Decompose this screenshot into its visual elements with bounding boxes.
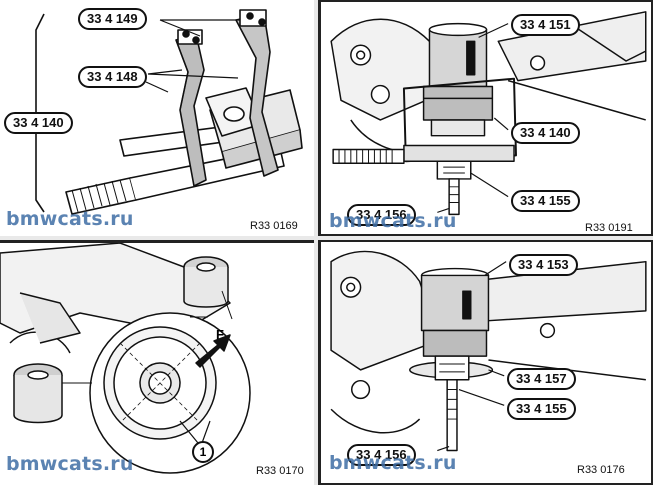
callout-1: 1 bbox=[192, 441, 214, 463]
press-in-illustration bbox=[330, 250, 647, 452]
label-33-4-156: 33 4 156 bbox=[347, 204, 416, 226]
label-33-4-151: 33 4 151 bbox=[511, 14, 580, 36]
panel-bushing-detail: F 1 bmwcats.ru R33 0170 bbox=[0, 240, 314, 485]
watermark: bmwcats.ru bbox=[6, 453, 134, 475]
reference-number: R33 0170 bbox=[256, 465, 304, 477]
label-33-4-153: 33 4 153 bbox=[509, 254, 578, 276]
reference-number: R33 0169 bbox=[250, 220, 298, 232]
label-33-4-157: 33 4 157 bbox=[507, 368, 576, 390]
label-33-4-140: 33 4 140 bbox=[511, 122, 580, 144]
pull-out-illustration bbox=[330, 11, 647, 216]
label-33-4-149: 33 4 149 bbox=[78, 8, 147, 30]
label-33-4-155: 33 4 155 bbox=[511, 190, 580, 212]
bushing-detail-illustration bbox=[0, 243, 251, 474]
reference-number: R33 0191 bbox=[585, 222, 633, 234]
watermark: bmwcats.ru bbox=[329, 452, 457, 474]
watermark: bmwcats.ru bbox=[6, 208, 134, 230]
tool-assembly-illustration bbox=[35, 9, 303, 215]
panel-press-in: 33 4 153 33 4 157 33 4 155 33 4 156 bmwc… bbox=[318, 240, 653, 485]
label-33-4-156: 33 4 156 bbox=[347, 444, 416, 466]
reference-number: R33 0176 bbox=[577, 464, 625, 476]
watermark: bmwcats.ru bbox=[329, 210, 457, 232]
label-33-4-155: 33 4 155 bbox=[507, 398, 576, 420]
label-33-4-148: 33 4 148 bbox=[78, 66, 147, 88]
panel-pull-out: 33 4 151 33 4 140 33 4 155 33 4 156 bmwc… bbox=[318, 0, 653, 236]
label-33-4-140: 33 4 140 bbox=[4, 112, 73, 134]
force-direction-label: F bbox=[216, 327, 224, 342]
panel-tool-assembly: 33 4 149 33 4 148 33 4 140 bmwcats.ru R3… bbox=[0, 0, 314, 236]
